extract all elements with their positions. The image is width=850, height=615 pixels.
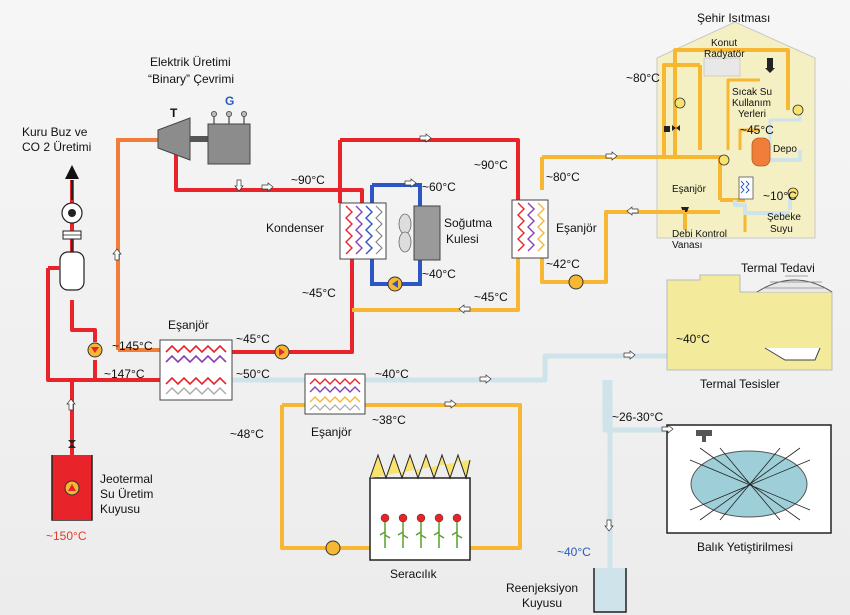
pump-city: [568, 274, 584, 290]
reinjection-label-1: Reenjeksiyon: [506, 581, 579, 595]
greenhouse-heat-exchanger: [304, 373, 366, 415]
sicak-su-3: Yerleri: [738, 109, 766, 120]
generator-label: G: [225, 94, 235, 108]
city-valve-2: [672, 125, 680, 131]
main-heat-exchanger: [159, 339, 233, 401]
condenser-label: Kondenser: [266, 221, 325, 235]
separator-tank: [59, 251, 85, 291]
power-label-1: Elektrik Üretimi: [150, 55, 231, 69]
city-exchanger-label: Eşanjör: [672, 184, 706, 195]
tap-icon: [765, 68, 775, 73]
power-label-2: “Binary” Çevrimi: [148, 72, 235, 86]
konut-label-2: Radyatör: [704, 49, 745, 60]
temp-turbine-90: ~90°C: [291, 173, 325, 187]
reinjection-well: [593, 568, 627, 613]
city-heating-title: Şehir Isıtması: [697, 11, 771, 25]
temp-depo-45: ~45°C: [740, 123, 774, 137]
mid-heat-exchanger: [511, 199, 549, 259]
temp-48: ~48°C: [230, 427, 264, 441]
well-label-2: Su Üretim: [100, 487, 154, 501]
city-pump-4: [787, 187, 799, 199]
city-heating-building: [656, 21, 816, 239]
pump-greenhouse: [325, 540, 341, 556]
thermal-facility-label: Termal Tesisler: [700, 377, 780, 391]
temp-right-80: ~80°C: [546, 170, 580, 184]
temp-60: ~60°C: [422, 180, 456, 194]
turbine-label: T: [170, 106, 178, 120]
co2-arrow-up: [65, 165, 79, 179]
temp-thermal-40: ~40°C: [676, 332, 710, 346]
generator: [207, 123, 251, 165]
turbine: [157, 117, 191, 161]
temp-42: ~42°C: [546, 257, 580, 271]
cooling-tower-label-2: Kulesi: [446, 232, 479, 246]
sebeke-label-2: Suyu: [770, 224, 793, 235]
debi-label-1: Debi Kontrol: [672, 229, 728, 240]
debi-label-2: Vanası: [672, 240, 703, 251]
temp-bottom-45: ~45°C: [474, 290, 508, 304]
temp-150: ~150°C: [46, 529, 87, 543]
temp-city-80: ~80°C: [626, 71, 660, 85]
temp-pump-45: ~45°C: [236, 332, 270, 346]
city-pump-1: [674, 97, 686, 109]
geothermal-main-pipes: [46, 180, 160, 470]
sicak-su-1: Sıcak Su: [732, 87, 773, 98]
sicak-su-2: Kullanım: [732, 98, 771, 109]
temp-145: ~145°C: [112, 339, 153, 353]
temp-tower-40: ~40°C: [422, 267, 456, 281]
faucet-icon: [696, 430, 712, 442]
sebeke-label-1: Şebeke: [767, 212, 801, 223]
well-valve: [68, 440, 76, 448]
temp-147: ~147°C: [104, 367, 145, 381]
co2-chain: [48, 165, 85, 291]
depo-tank: [751, 137, 771, 167]
fish-farm: [666, 424, 832, 534]
greenhouse: [369, 453, 471, 561]
orange-pipe-turbine: [116, 138, 158, 350]
cooling-tower: [398, 205, 441, 261]
cooling-tower-label-1: Soğutma: [444, 216, 493, 230]
greenhouse-exchanger-label: Eşanjör: [311, 425, 352, 439]
city-valve-1: [664, 126, 670, 132]
thermal-treatment-label: Termal Tedavi: [741, 261, 815, 275]
konut-label-1: Konut: [711, 38, 738, 49]
temp-right-90: ~90°C: [474, 158, 508, 172]
condenser: [339, 202, 387, 260]
greenhouse-label: Seracılık: [390, 567, 437, 581]
production-well: [51, 440, 93, 521]
city-heat-exchanger: [738, 176, 754, 200]
temp-line-40: ~40°C: [375, 367, 409, 381]
temp-50: ~50°C: [236, 367, 270, 381]
co2-label-2: CO 2 Üretimi: [22, 140, 92, 154]
thermal-facility: [666, 274, 833, 371]
city-devices: [664, 58, 804, 212]
temp-left-45: ~45°C: [302, 286, 336, 300]
well-label-3: Kuyusu: [100, 502, 141, 516]
main-exchanger-label: Eşanjör: [168, 318, 209, 332]
city-pump-2: [718, 154, 730, 166]
fish-farm-label: Balık Yetiştirilmesi: [697, 540, 794, 554]
reinjection-label-2: Kuyusu: [522, 596, 563, 610]
temp-38: ~38°C: [372, 413, 406, 427]
flow-arrows: [66, 133, 674, 532]
depo-label: Depo: [773, 144, 797, 155]
temp-reinjection-40: ~40°C: [557, 545, 591, 559]
co2-label-1: Kuru Buz ve: [22, 125, 88, 139]
temp-10: ~10°C: [763, 189, 797, 203]
well-label-1: Jeotermal: [100, 472, 153, 486]
city-pump-3: [792, 104, 804, 116]
mid-exchanger-label: Eşanjör: [556, 221, 597, 235]
temp-26-30: ~26-30°C: [612, 410, 664, 424]
